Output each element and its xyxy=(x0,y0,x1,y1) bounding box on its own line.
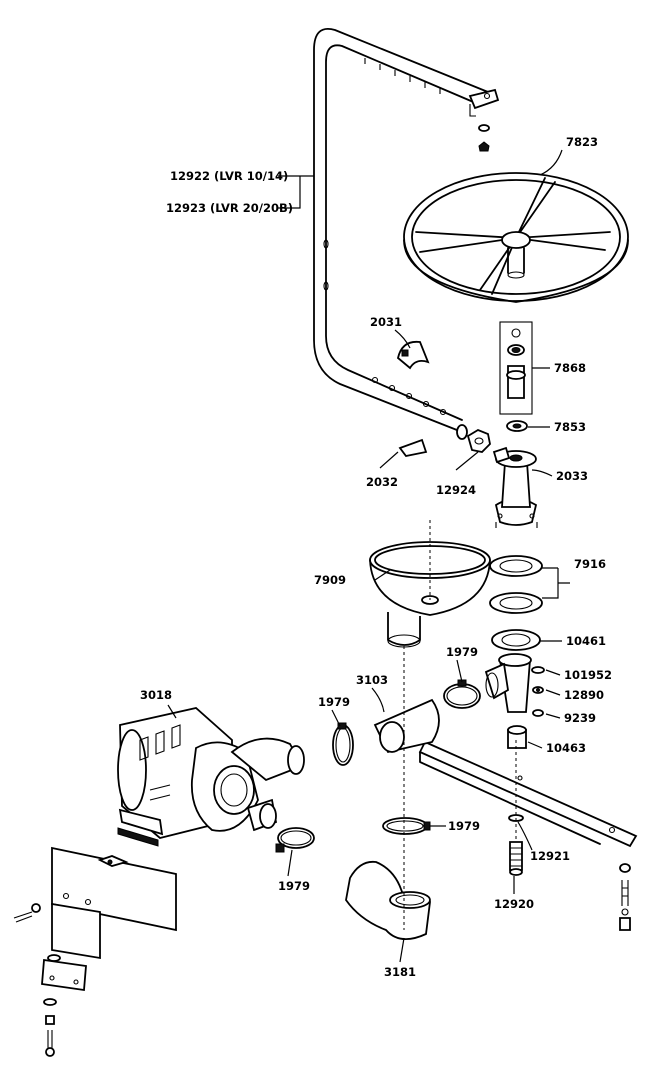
label-12921: 12921 xyxy=(530,849,570,863)
pump-motor xyxy=(117,707,305,839)
label-1979-center: 1979 xyxy=(448,819,480,833)
small-hardware xyxy=(507,666,545,749)
label-1979-left: 1979 xyxy=(318,695,350,709)
hose-3181 xyxy=(345,860,431,940)
motor-bracket xyxy=(41,846,177,992)
clamp-center xyxy=(382,817,431,835)
tee-fitting xyxy=(484,653,532,713)
label-10463: 10463 xyxy=(546,741,586,755)
sump-nut xyxy=(491,629,541,651)
part-labels: 7823 12922 (LVR 10/14) 12923 (LVR 20/20B… xyxy=(140,135,612,979)
hose-3103 xyxy=(373,698,440,754)
clamp-lower xyxy=(275,827,315,853)
label-7909: 7909 xyxy=(314,573,346,587)
label-3103: 3103 xyxy=(356,673,388,687)
label-12922: 12922 (LVR 10/14) xyxy=(170,169,288,183)
label-7823: 7823 xyxy=(566,135,598,149)
label-2032: 2032 xyxy=(366,475,398,489)
label-1979-upper: 1979 xyxy=(446,645,478,659)
label-3181: 3181 xyxy=(384,965,416,979)
label-7868: 7868 xyxy=(554,361,586,375)
label-9239: 9239 xyxy=(564,711,596,725)
label-3018: 3018 xyxy=(140,688,172,702)
label-12920: 12920 xyxy=(494,897,534,911)
label-12890: 12890 xyxy=(564,688,604,702)
supply-tube xyxy=(313,28,500,440)
label-10461: 10461 xyxy=(566,634,606,648)
clamp-left xyxy=(332,722,354,766)
bracket-hardware xyxy=(13,903,61,1057)
leader-lines xyxy=(167,149,570,963)
shaft-washer xyxy=(506,420,528,432)
wash-arm xyxy=(403,172,629,303)
label-7853: 7853 xyxy=(554,420,586,434)
gaskets xyxy=(489,555,543,614)
clamp-upper xyxy=(443,679,481,709)
tube-clip xyxy=(397,340,430,370)
label-101952: 101952 xyxy=(564,668,612,682)
heat-sink-strip xyxy=(117,827,159,847)
wash-arm-hub xyxy=(492,446,538,528)
label-7916: 7916 xyxy=(574,557,606,571)
tube-nut-washer xyxy=(478,124,490,152)
coupling-nut xyxy=(466,428,491,453)
label-2033: 2033 xyxy=(556,469,588,483)
mount-rail xyxy=(418,740,638,848)
label-12923: 12923 (LVR 20/20B) xyxy=(166,201,293,215)
shaft-kit xyxy=(499,321,533,415)
tube-bracket xyxy=(398,438,428,457)
label-2031: 2031 xyxy=(370,315,402,329)
label-12924: 12924 xyxy=(436,483,476,497)
label-1979-lower: 1979 xyxy=(278,879,310,893)
